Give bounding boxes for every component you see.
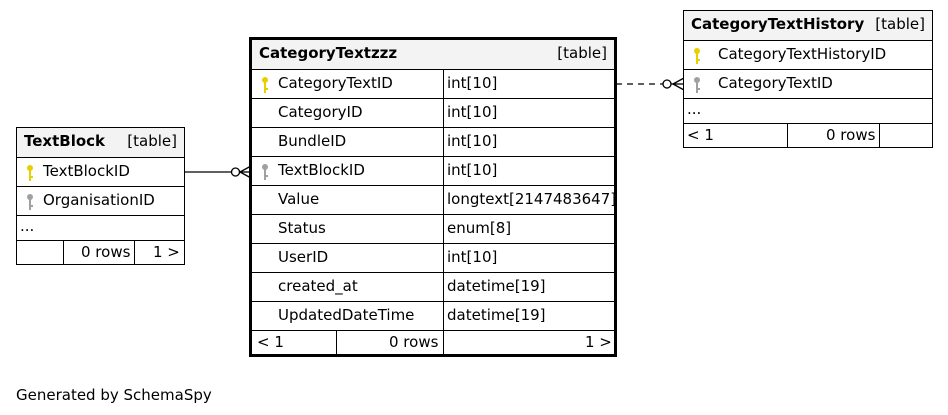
column-name: Value — [278, 190, 320, 208]
primary-key-icon — [27, 165, 33, 181]
table-footer: < 1 0 rows 1 > — [252, 331, 614, 354]
table-header: CategoryTextHistory [table] — [684, 11, 932, 41]
column-name: CategoryTextID — [718, 74, 833, 92]
table-kind: [table] — [557, 44, 607, 62]
column-row[interactable]: TextBlockID int[10] — [252, 157, 614, 186]
relation-history-optional-marker — [662, 79, 672, 89]
relation-history-crowfoot — [672, 77, 685, 85]
column-type: longtext[2147483647] — [447, 190, 617, 208]
column-name: BundleID — [278, 132, 347, 150]
foreign-key-icon — [27, 194, 33, 210]
table-categorytexthistory[interactable]: CategoryTextHistory [table] CategoryText… — [683, 10, 933, 148]
primary-key-icon — [262, 77, 268, 93]
table-categorytextzzz[interactable]: CategoryTextzzz [table] CategoryTextID i… — [249, 37, 617, 357]
column-name: Status — [278, 219, 326, 237]
column-type: int[10] — [447, 161, 498, 179]
column-row[interactable]: UserID int[10] — [252, 244, 614, 273]
column-name: OrganisationID — [43, 191, 155, 209]
column-name: CategoryID — [278, 103, 363, 121]
column-row[interactable]: created_at datetime[19] — [252, 273, 614, 302]
table-header: CategoryTextzzz [table] — [252, 40, 614, 70]
column-name: CategoryTextHistoryID — [718, 45, 887, 63]
column-row[interactable]: CategoryID int[10] — [252, 99, 614, 128]
column-row[interactable]: BundleID int[10] — [252, 128, 614, 157]
column-type: int[10] — [447, 248, 498, 266]
column-type: int[10] — [447, 74, 498, 92]
column-name: TextBlockID — [278, 161, 365, 179]
table-footer: < 1 0 rows — [684, 124, 932, 147]
table-name: CategoryTextHistory — [691, 15, 865, 33]
column-name: CategoryTextID — [278, 74, 393, 92]
column-row[interactable]: CategoryTextID — [684, 70, 932, 99]
column-row[interactable]: Status enum[8] — [252, 215, 614, 244]
column-row[interactable]: CategoryTextID int[10] — [252, 70, 614, 99]
generated-by-label: Generated by SchemaSpy — [16, 386, 212, 404]
row-count: 0 rows — [81, 243, 131, 261]
foreign-key-icon — [694, 77, 700, 93]
column-type: int[10] — [447, 132, 498, 150]
column-name: UpdatedDateTime — [278, 306, 415, 324]
table-name: TextBlock — [24, 132, 106, 150]
table-kind: [table] — [127, 132, 177, 150]
next-link[interactable]: 1 > — [585, 333, 612, 351]
column-type: enum[8] — [447, 219, 512, 237]
column-name: UserID — [278, 248, 329, 266]
column-type: datetime[19] — [447, 277, 546, 295]
prev-link[interactable]: < 1 — [687, 126, 714, 144]
column-name: TextBlockID — [43, 162, 130, 180]
table-footer: 0 rows 1 > — [17, 241, 184, 264]
column-type: int[10] — [447, 103, 498, 121]
table-kind: [table] — [875, 15, 925, 33]
column-row[interactable]: Value longtext[2147483647] — [252, 186, 617, 215]
primary-key-icon — [694, 48, 700, 64]
column-name: created_at — [278, 277, 358, 295]
relation-textblock-optional-marker — [230, 167, 241, 177]
more-columns[interactable]: ... — [17, 216, 184, 241]
column-row[interactable]: TextBlockID — [17, 158, 184, 187]
table-name: CategoryTextzzz — [259, 44, 398, 62]
column-row[interactable]: OrganisationID — [17, 187, 184, 216]
prev-link[interactable]: < 1 — [257, 333, 284, 351]
row-count: 0 rows — [826, 126, 876, 144]
more-columns[interactable]: ... — [684, 99, 932, 124]
next-link[interactable]: 1 > — [153, 243, 180, 261]
column-row[interactable]: UpdatedDateTime datetime[19] — [252, 302, 614, 331]
table-textblock[interactable]: TextBlock [table] TextBlockID Organisati… — [16, 127, 185, 265]
table-header: TextBlock [table] — [17, 128, 184, 158]
column-type: datetime[19] — [447, 306, 546, 324]
foreign-key-icon — [262, 164, 268, 180]
row-count: 0 rows — [389, 333, 439, 351]
column-row[interactable]: CategoryTextHistoryID — [684, 41, 932, 70]
